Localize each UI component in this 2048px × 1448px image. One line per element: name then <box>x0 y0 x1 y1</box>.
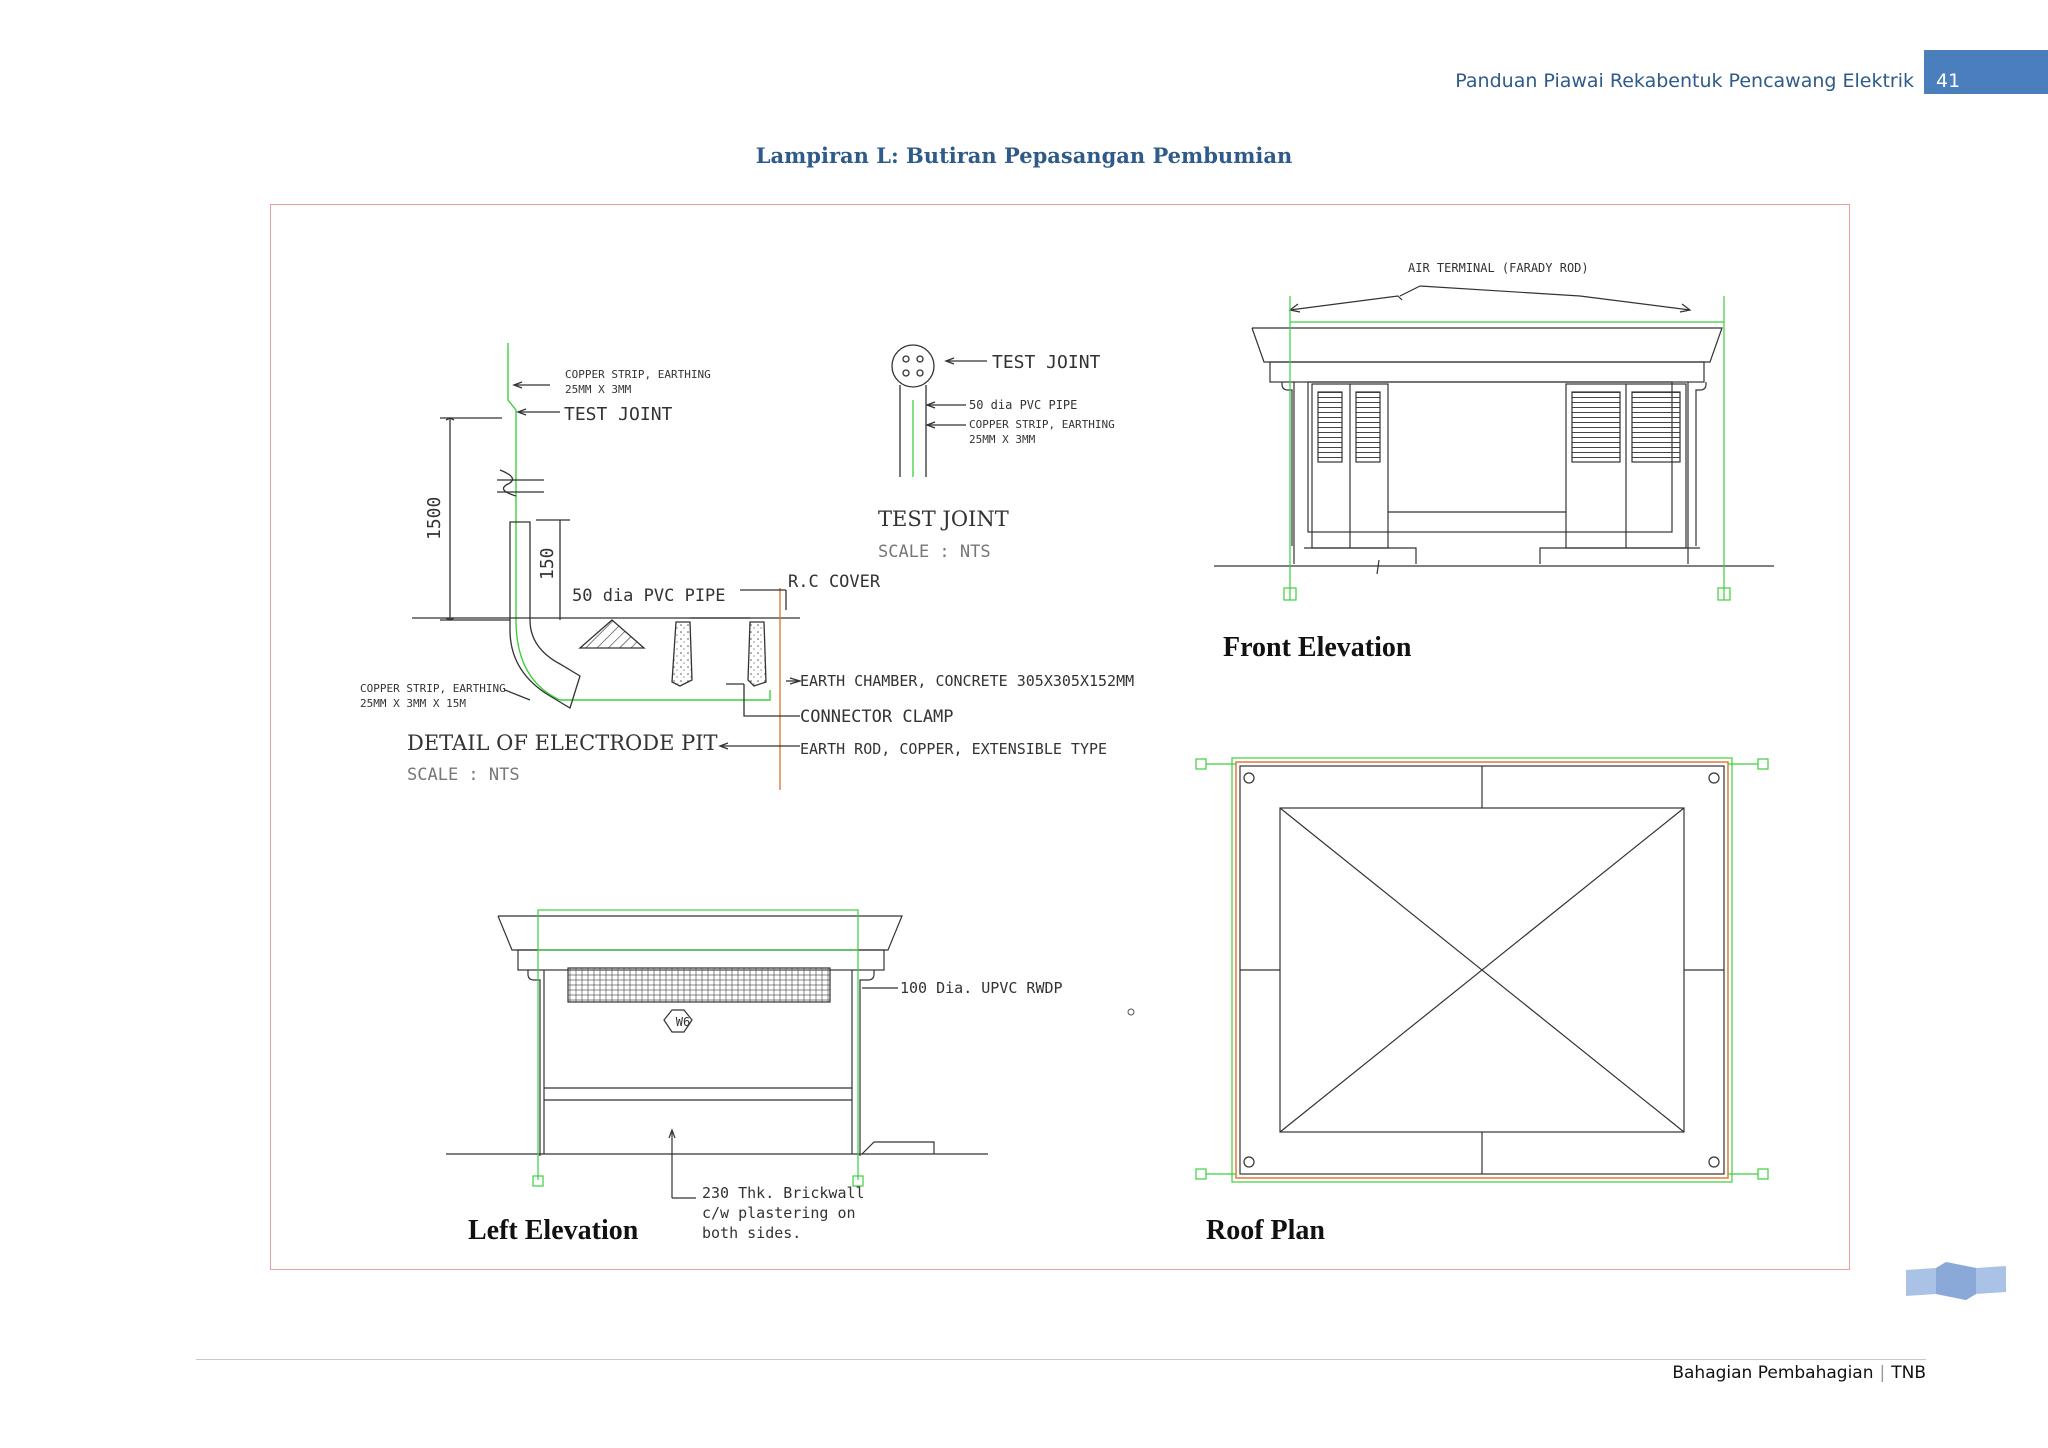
roof-plan-title: Roof Plan <box>1206 1215 1325 1246</box>
appendix-title: Lampiran L: Butiran Pepasangan Pembumian <box>755 143 1293 168</box>
copper-strip-top-label-2: 25MM X 3MM <box>565 383 632 396</box>
front-elevation-labels: AIR TERMINAL (FARADY ROD) Front Elevatio… <box>1223 261 1589 663</box>
rwdp-label: 100 Dia. UPVC RWDP <box>900 979 1063 997</box>
dim-150-label: 150 <box>537 547 558 580</box>
footer-company: TNB <box>1891 1363 1926 1383</box>
footer-division: Bahagian Pembahagian <box>1672 1363 1874 1383</box>
electrode-pit-title: DETAIL OF ELECTRODE PIT <box>407 731 718 755</box>
test-joint-label: TEST JOINT <box>564 404 673 425</box>
document-header-title: Panduan Piawai Rekabentuk Pencawang Elek… <box>1455 70 1914 92</box>
footer: Bahagian Pembahagian|TNB <box>1672 1363 1926 1383</box>
left-elevation-title: Left Elevation <box>468 1215 639 1246</box>
front-elevation <box>1214 285 1774 601</box>
rc-cover-label: R.C COVER <box>788 572 881 592</box>
test-joint-copper-label-2: 25MM X 3MM <box>969 433 1036 446</box>
air-terminal-label: AIR TERMINAL (FARADY ROD) <box>1408 261 1589 275</box>
test-joint-detail-label: TEST JOINT <box>992 352 1101 373</box>
roof-plan <box>1195 757 1769 1183</box>
drawing-frame <box>270 204 1850 1270</box>
window-tag-w6: W6 <box>676 1015 690 1029</box>
left-elevation-labels: W6 100 Dia. UPVC RWDP 230 Thk. Brickwall… <box>468 979 1063 1246</box>
test-joint-labels: TEST JOINT 50 dia PVC PIPE COPPER STRIP,… <box>878 352 1115 562</box>
roof-plan-labels: Roof Plan <box>1206 1215 1325 1246</box>
brickwall-label-1: 230 Thk. Brickwall <box>702 1184 865 1202</box>
test-joint-pvc-label: 50 dia PVC PIPE <box>969 398 1077 412</box>
pvc-pipe-label: 50 dia PVC PIPE <box>572 586 726 606</box>
electrode-pit-labels: COPPER STRIP, EARTHING 25MM X 3MM TEST J… <box>360 368 1134 785</box>
test-joint-copper-label-1: COPPER STRIP, EARTHING <box>969 418 1115 431</box>
test-joint-title: TEST JOINT <box>878 507 1009 531</box>
footer-separator: | <box>1879 1363 1886 1383</box>
dim-1500-label: 1500 <box>424 497 445 540</box>
earth-chamber-label: EARTH CHAMBER, CONCRETE 305X305X152MM <box>800 672 1134 690</box>
copper-strip-bottom-label-1: COPPER STRIP, EARTHING <box>360 682 506 695</box>
brickwall-label-2: c/w plastering on <box>702 1204 856 1222</box>
footer-divider <box>196 1359 1926 1360</box>
copper-strip-top-label-1: COPPER STRIP, EARTHING <box>565 368 711 381</box>
earth-rod-label: EARTH ROD, COPPER, EXTENSIBLE TYPE <box>800 740 1107 758</box>
brickwall-label-3: both sides. <box>702 1224 801 1242</box>
test-joint-detail <box>891 344 987 477</box>
electrode-pit-detail <box>412 343 803 790</box>
connector-clamp-label: CONNECTOR CLAMP <box>800 707 954 727</box>
page-number-badge: 41 <box>1924 50 2048 94</box>
electrode-pit-scale: SCALE : NTS <box>407 765 520 785</box>
page-number: 41 <box>1936 70 1961 92</box>
left-elevation <box>446 909 988 1199</box>
front-elevation-title: Front Elevation <box>1223 632 1412 663</box>
test-joint-scale: SCALE : NTS <box>878 542 991 562</box>
page-corner-graphic <box>1906 1262 2006 1300</box>
stray-mark <box>1127 1008 1135 1016</box>
copper-strip-bottom-label-2: 25MM X 3MM X 15M <box>360 697 466 710</box>
